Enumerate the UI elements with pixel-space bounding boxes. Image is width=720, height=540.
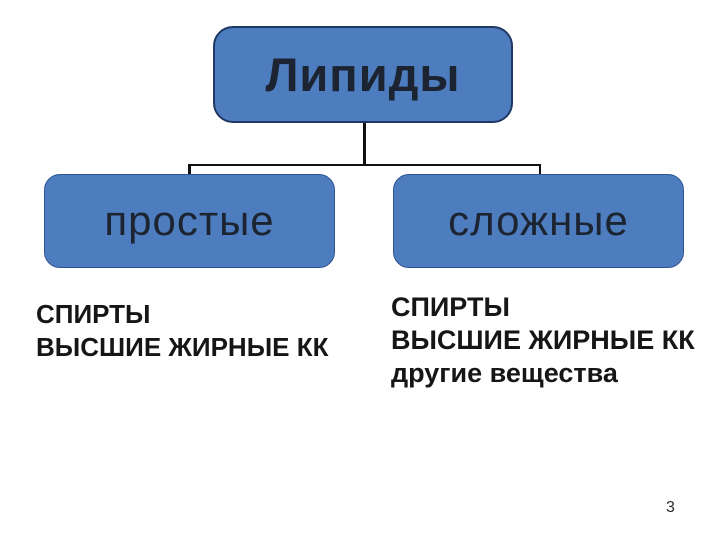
connector-tick-left xyxy=(188,163,191,175)
diagram-root-box: Липиды xyxy=(213,26,513,123)
details-complex-line-3: другие вещества xyxy=(391,358,618,388)
details-complex-lipids: СПИРТЫ ВЫСШИЕ ЖИРНЫЕ КК другие вещества xyxy=(391,291,695,390)
connector-horizontal xyxy=(188,163,541,166)
diagram-child-label-simple: простые xyxy=(104,197,275,244)
diagram-root-label: Липиды xyxy=(265,48,461,101)
connector-tick-right xyxy=(538,163,541,175)
page-number: 3 xyxy=(666,499,675,516)
diagram-child-box-complex: сложные xyxy=(393,174,684,268)
details-complex-line-1: СПИРТЫ xyxy=(391,292,510,322)
connector-stem xyxy=(363,123,366,165)
details-simple-line-1: СПИРТЫ xyxy=(36,299,151,329)
details-simple-lipids: СПИРТЫ ВЫСШИЕ ЖИРНЫЕ КК xyxy=(36,298,328,364)
details-simple-line-2: ВЫСШИЕ ЖИРНЫЕ КК xyxy=(36,332,329,362)
diagram-child-box-simple: простые xyxy=(44,174,335,268)
details-complex-line-2: ВЫСШИЕ ЖИРНЫЕ КК xyxy=(391,325,695,355)
diagram-child-label-complex: сложные xyxy=(448,197,629,244)
